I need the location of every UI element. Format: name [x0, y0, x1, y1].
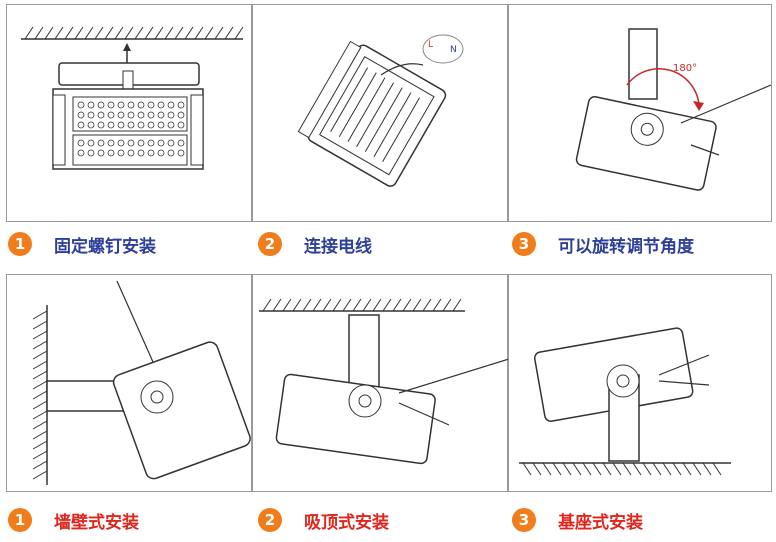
panel-wall-mount [6, 274, 252, 492]
rotate-illustration: 180° [575, 28, 772, 191]
wire-n-label: N [450, 45, 457, 55]
step-number-badge: 3 [512, 508, 536, 532]
wall-mount-illustration [32, 280, 251, 485]
wiring-illustration: L N [297, 34, 464, 187]
rotate-angle-label: 180° [673, 63, 697, 74]
step-label: 墙壁式安装 [54, 512, 139, 533]
panel-wiring: L N [252, 4, 508, 222]
caption-rotate: 3 可以旋转调节角度 [512, 230, 694, 258]
step-number-badge: 1 [8, 232, 32, 256]
step-number-badge: 3 [512, 232, 536, 256]
panel-rotate: 180° [508, 4, 772, 222]
base-mount-illustration [519, 327, 731, 476]
step-label: 可以旋转调节角度 [558, 236, 694, 257]
panel-screw-mount [6, 4, 252, 222]
caption-base-mount: 3 基座式安装 [512, 506, 643, 534]
wire-l-label: L [428, 40, 433, 50]
panel-ceiling-mount [252, 274, 509, 492]
step-label: 基座式安装 [558, 512, 643, 533]
step-label: 固定螺钉安装 [54, 236, 156, 257]
caption-wall-mount: 1 墙壁式安装 [8, 506, 139, 534]
screw-mount-illustration [21, 26, 244, 170]
ceiling-mount-illustration [259, 298, 509, 465]
step-number-badge: 2 [258, 232, 282, 256]
caption-ceiling-mount: 2 吸顶式安装 [258, 506, 389, 534]
panel-base-mount [508, 274, 772, 492]
step-label: 连接电线 [304, 236, 372, 257]
step-number-badge: 2 [258, 508, 282, 532]
caption-wiring: 2 连接电线 [258, 230, 372, 258]
step-label: 吸顶式安装 [304, 512, 389, 533]
caption-screw-mount: 1 固定螺钉安装 [8, 230, 156, 258]
step-number-badge: 1 [8, 508, 32, 532]
